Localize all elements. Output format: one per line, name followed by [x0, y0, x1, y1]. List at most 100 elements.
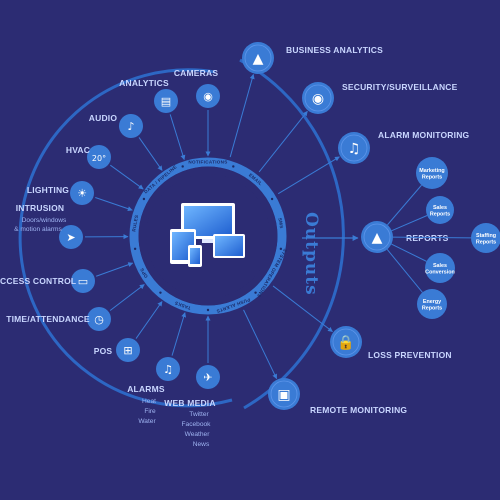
report-connector [391, 215, 428, 232]
input-label: HVAC [66, 145, 90, 155]
output-label: LOSS PREVENTION [368, 350, 452, 360]
report-bubble-label: Reports [422, 306, 442, 312]
input-arrow [138, 137, 163, 171]
input-node[interactable]: ▤ANALYTICS [119, 78, 186, 161]
output-node-circle [338, 132, 370, 164]
input-arrow [109, 284, 145, 311]
input-label: CAMERAS [174, 68, 219, 78]
input-label: ANALYTICS [119, 78, 169, 88]
output-node[interactable]: 🔒 LOSS PREVENTION [272, 285, 452, 360]
output-node[interactable]: ◉SECURITY/SURVEILLANCE [258, 82, 458, 173]
input-node-circle [116, 338, 140, 362]
input-label: TIME/ATTENDANCE [6, 314, 90, 324]
input-node-circle [87, 307, 111, 331]
hub-ring-label: NOTIFICATIONS [188, 160, 227, 165]
input-arrow [171, 312, 187, 356]
output-node[interactable]: ▣ REMOTE MONITORING [243, 309, 408, 415]
shopping-cart-icon: ⊞ [123, 344, 132, 357]
input-node[interactable]: ◷ TIME/ATTENDANCE [6, 284, 145, 331]
lightbulb-icon: ☀ [77, 187, 87, 200]
input-node-circle [156, 357, 180, 381]
input-label: ALARMS [127, 384, 165, 394]
devices-icon [170, 203, 245, 267]
report-bubble-circle [417, 289, 447, 319]
report-connector [392, 236, 472, 239]
input-arrow [96, 262, 134, 277]
input-arrow [169, 114, 186, 161]
report-connector [386, 249, 423, 293]
output-arrow [258, 110, 308, 173]
input-node-circle [71, 269, 95, 293]
report-connector [387, 184, 422, 226]
remote-screen-icon: ▣ [277, 387, 290, 403]
input-label: LIGHTING [27, 185, 69, 195]
input-sublabel: Heat [142, 398, 156, 405]
input-node[interactable]: 20°HVAC [66, 145, 144, 190]
report-connector [391, 243, 427, 262]
padlock-icon: 🔒 [337, 335, 354, 351]
input-label: POS [94, 346, 113, 356]
output-node-circle [302, 82, 334, 114]
running-person-icon: ➤ [66, 231, 75, 244]
input-node-circle [119, 114, 143, 138]
output-arc [239, 58, 345, 410]
report-bubble-label: Marketing [419, 168, 444, 174]
input-arrow [95, 197, 133, 212]
input-sublabel: Doors/windows [22, 217, 67, 224]
bell-icon: ♫ [163, 363, 173, 376]
input-arrow [135, 301, 163, 339]
report-bubble-circle [425, 253, 455, 283]
outputs-title: Outputs [301, 212, 321, 296]
output-node[interactable]: ♫ALARM MONITORING [277, 130, 469, 195]
input-sublabel: Water [138, 418, 156, 425]
report-bubble-circle [471, 223, 500, 253]
output-label: BUSINESS ANALYTICS [286, 45, 383, 55]
output-node[interactable]: ▲ REPORTS [361, 221, 449, 253]
input-node[interactable]: ⊞ POS [94, 301, 163, 362]
hub-ring-label: SMS [277, 217, 284, 229]
input-label: AUDIO [89, 113, 118, 123]
output-node[interactable]: ▲BUSINESS ANALYTICS [229, 42, 383, 158]
output-arrow [277, 156, 340, 195]
input-sublabel: & motion alarms [14, 226, 62, 233]
output-node-circle [361, 221, 393, 253]
input-node[interactable]: ▭ACCESS CONTROL [0, 262, 134, 293]
hub-ring-label: TASKS [174, 300, 191, 310]
output-arrow [243, 309, 278, 380]
input-node-circle [196, 365, 220, 389]
report-bubble-label: Conversion [425, 270, 455, 276]
input-sublabel: Twitter [189, 411, 209, 418]
access-card-icon: ▭ [78, 275, 88, 288]
bell-icon: ♫ [348, 141, 361, 157]
clock-icon: ◷ [94, 313, 104, 326]
report-bubble-label: Energy [423, 299, 441, 305]
input-node-circle [59, 225, 83, 249]
input-node-circle [154, 89, 178, 113]
bird-icon: ✈ [203, 371, 212, 384]
report-bubble-label: Reports [422, 175, 442, 181]
output-label: REPORTS [406, 233, 449, 243]
report-bubble-label: Staffing [476, 233, 496, 239]
input-arc [18, 68, 233, 408]
input-label: INTRUSION [16, 203, 65, 213]
input-node[interactable]: ☀ LIGHTING [27, 181, 133, 212]
thermometer-icon: 20° [92, 154, 106, 163]
report-bubble-circle [426, 196, 454, 224]
input-node[interactable]: ◉CAMERAS [174, 68, 220, 157]
input-node[interactable]: ♪AUDIO [89, 113, 163, 171]
output-label: REMOTE MONITORING [310, 405, 407, 415]
input-label: WEB MEDIA [164, 398, 215, 408]
output-node-circle [330, 326, 362, 358]
report-chart-icon: ▲ [372, 230, 383, 246]
input-node[interactable]: ➤ INTRUSION Doors/windows & motion alarms [14, 203, 129, 249]
output-node-circle [242, 42, 274, 74]
